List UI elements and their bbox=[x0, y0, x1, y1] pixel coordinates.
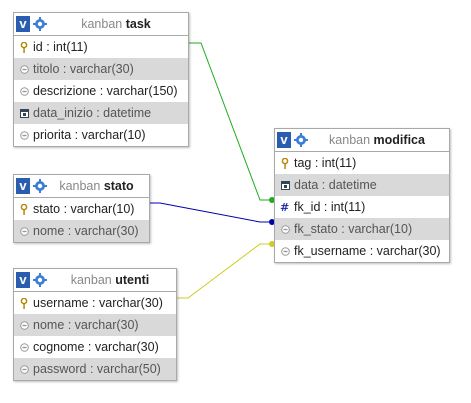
toggle-button[interactable]: v bbox=[277, 132, 291, 148]
gear-icon bbox=[33, 273, 47, 287]
column-name: nome : varchar(30) bbox=[33, 224, 139, 238]
field-icon bbox=[19, 86, 29, 96]
column-row[interactable]: nome : varchar(30) bbox=[14, 314, 176, 336]
key-icon bbox=[20, 297, 28, 309]
relation-utenti-modifica-dot bbox=[269, 241, 275, 247]
column-row[interactable]: tag : int(11) bbox=[275, 152, 449, 174]
column-name: tag : int(11) bbox=[294, 156, 357, 170]
column-name: priorita : varchar(10) bbox=[33, 128, 146, 142]
column-name: fk_stato : varchar(10) bbox=[294, 222, 413, 236]
table-name: task bbox=[125, 17, 151, 31]
column-row[interactable]: nome : varchar(30) bbox=[14, 220, 149, 242]
column-name: cognome : varchar(30) bbox=[33, 340, 159, 354]
column-row[interactable]: id : int(11) bbox=[14, 36, 188, 58]
column-row[interactable]: username : varchar(30) bbox=[14, 292, 176, 314]
field-icon bbox=[280, 246, 290, 256]
table-title: kanban stato bbox=[14, 175, 149, 197]
column-row[interactable]: priorita : varchar(10) bbox=[14, 124, 188, 146]
gear-icon bbox=[33, 17, 47, 31]
column-name: stato : varchar(10) bbox=[33, 202, 135, 216]
date-icon bbox=[19, 108, 29, 118]
table-db-name: kanban bbox=[81, 17, 123, 31]
relation-task-modifica-dot bbox=[269, 197, 275, 203]
column-row[interactable]: # fk_id : int(11) bbox=[275, 196, 449, 218]
table-db-name: kanban bbox=[59, 179, 101, 193]
column-name: username : varchar(30) bbox=[33, 296, 163, 310]
column-name: data_inizio : datetime bbox=[33, 106, 152, 120]
table-utenti[interactable]: v kanban utenti username : varchar(30) n… bbox=[13, 268, 177, 381]
date-icon bbox=[280, 180, 290, 190]
table-title: kanban utenti bbox=[14, 269, 176, 291]
column-row[interactable]: data : datetime bbox=[275, 174, 449, 196]
table-db-name: kanban bbox=[70, 273, 112, 287]
table-header[interactable]: v kanban modifica bbox=[275, 129, 449, 152]
column-row[interactable]: stato : varchar(10) bbox=[14, 198, 149, 220]
field-icon bbox=[280, 224, 290, 234]
settings-button[interactable] bbox=[293, 132, 309, 148]
field-icon bbox=[19, 130, 29, 140]
table-db-name: kanban bbox=[329, 133, 371, 147]
field-icon bbox=[19, 364, 29, 374]
settings-button[interactable] bbox=[32, 178, 48, 194]
column-row[interactable]: titolo : varchar(30) bbox=[14, 58, 188, 80]
table-header[interactable]: v kanban task bbox=[14, 13, 188, 36]
field-icon bbox=[19, 226, 29, 236]
column-name: fk_id : int(11) bbox=[294, 200, 366, 214]
settings-button[interactable] bbox=[32, 16, 48, 32]
settings-button[interactable] bbox=[32, 272, 48, 288]
table-title: kanban task bbox=[14, 13, 188, 35]
relation-stato-modifica bbox=[148, 202, 274, 223]
column-row[interactable]: descrizione : varchar(150) bbox=[14, 80, 188, 102]
toggle-button[interactable]: v bbox=[16, 272, 30, 288]
table-name: stato bbox=[103, 179, 134, 193]
key-icon bbox=[20, 41, 28, 53]
column-row[interactable]: data_inizio : datetime bbox=[14, 102, 188, 124]
column-name: fk_username : varchar(30) bbox=[294, 244, 441, 258]
column-row[interactable]: password : varchar(50) bbox=[14, 358, 176, 380]
column-name: data : datetime bbox=[294, 178, 377, 192]
svg-text:#: # bbox=[280, 202, 289, 212]
table-stato[interactable]: v kanban stato stato : varchar(10) nome … bbox=[13, 174, 150, 243]
hash-icon: # bbox=[280, 202, 289, 212]
column-name: id : int(11) bbox=[33, 40, 88, 54]
column-name: nome : varchar(30) bbox=[33, 318, 139, 332]
table-modifica[interactable]: v kanban modifica tag : int(11) data : d… bbox=[274, 128, 450, 263]
table-header[interactable]: v kanban utenti bbox=[14, 269, 176, 292]
column-name: descrizione : varchar(150) bbox=[33, 84, 178, 98]
gear-icon bbox=[33, 179, 47, 193]
table-name: modifica bbox=[373, 133, 425, 147]
column-name: titolo : varchar(30) bbox=[33, 62, 134, 76]
gear-icon bbox=[294, 133, 308, 147]
column-row[interactable]: cognome : varchar(30) bbox=[14, 336, 176, 358]
relation-task-modifica bbox=[187, 42, 274, 201]
key-icon bbox=[281, 157, 289, 169]
column-row[interactable]: fk_username : varchar(30) bbox=[275, 240, 449, 262]
toggle-button[interactable]: v bbox=[16, 16, 30, 32]
toggle-button[interactable]: v bbox=[16, 178, 30, 194]
column-name: password : varchar(50) bbox=[33, 362, 161, 376]
table-task[interactable]: v kanban task id : int(11) titolo : varc… bbox=[13, 12, 189, 147]
relation-stato-modifica-dot bbox=[269, 219, 275, 225]
relation-utenti-modifica bbox=[175, 243, 274, 299]
key-icon bbox=[20, 203, 28, 215]
field-icon bbox=[19, 320, 29, 330]
table-name: utenti bbox=[115, 273, 150, 287]
table-header[interactable]: v kanban stato bbox=[14, 175, 149, 198]
column-row[interactable]: fk_stato : varchar(10) bbox=[275, 218, 449, 240]
table-title: kanban modifica bbox=[275, 129, 449, 151]
field-icon bbox=[19, 342, 29, 352]
field-icon bbox=[19, 64, 29, 74]
